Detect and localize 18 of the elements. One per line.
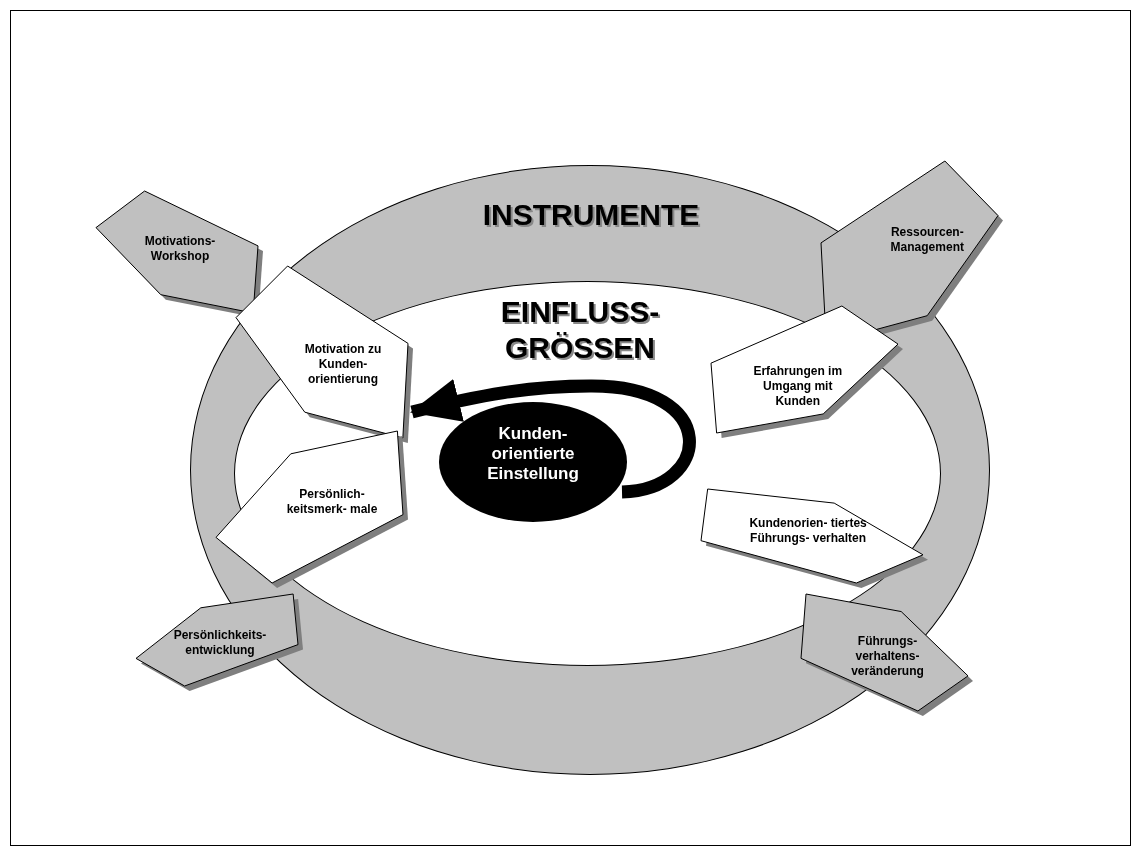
- node-label: Führungs- verhaltens- veränderung: [850, 633, 925, 678]
- pentagon-shape: [215, 430, 410, 590]
- pentagon-shape: [135, 593, 305, 693]
- node-label: Erfahrungen im Umgang mit Kunden: [752, 363, 844, 409]
- heading-label: EINFLUSS- GRÖSSEN: [499, 294, 661, 366]
- node-label: Ressourcen- Management: [889, 224, 965, 255]
- node-label: Persönlichkeits- entwicklung: [172, 628, 268, 658]
- curved-arrow: [410, 379, 696, 499]
- node-label: Motivation zu Kunden- orientierung: [303, 341, 383, 387]
- center-label: Kunden- orientierte Einstellung: [486, 424, 580, 484]
- pentagon-shape: [710, 305, 905, 440]
- node-label: Persönlich- keitsmerk- male: [285, 487, 379, 517]
- heading-label: INSTRUMENTE: [481, 198, 701, 232]
- node-label: Kundenorien- tiertes Führungs- verhalten: [748, 515, 868, 546]
- pentagon-shape: [700, 488, 930, 590]
- pentagon-shape: [235, 265, 415, 445]
- pentagon-shape: [800, 593, 975, 718]
- node-label: Motivations- Workshop: [143, 233, 217, 264]
